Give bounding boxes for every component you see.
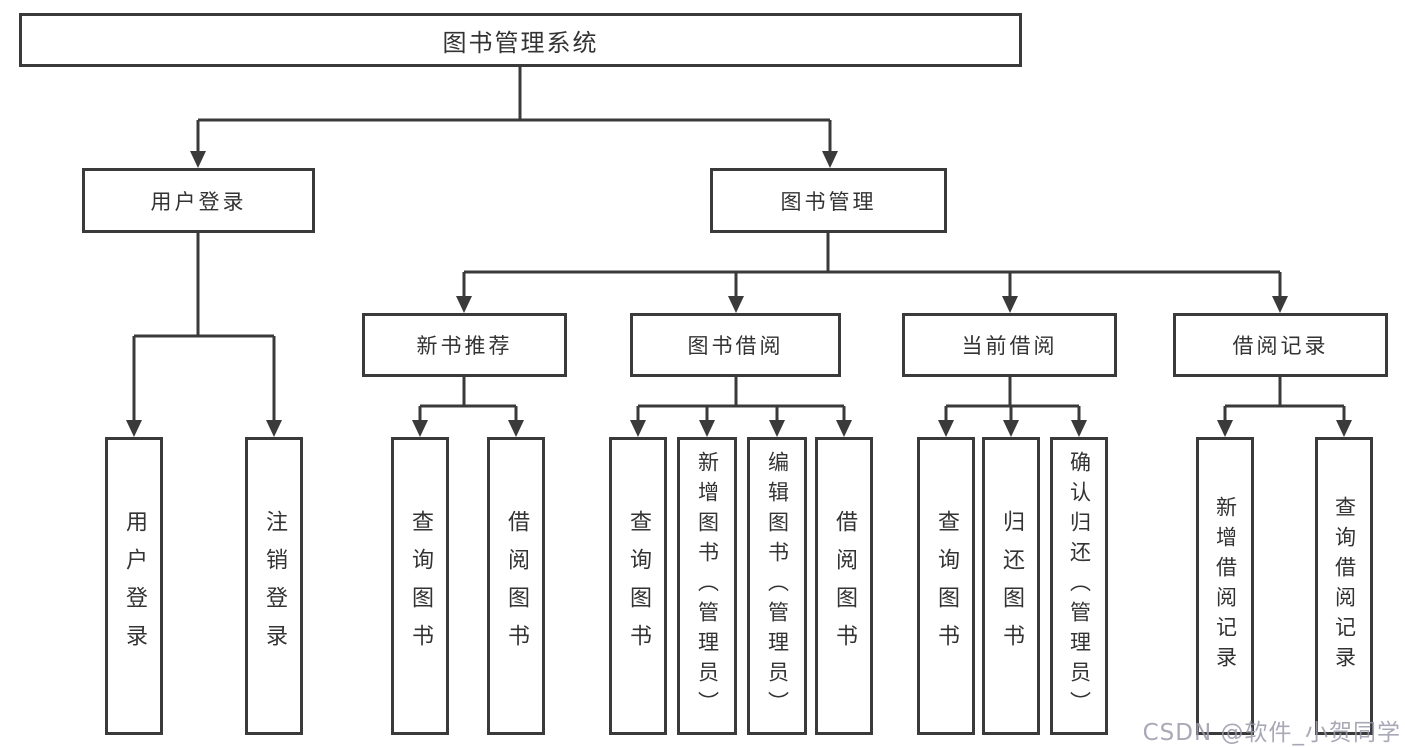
arrowheads <box>126 151 1352 437</box>
leaf-query-book-2: 查询图书 <box>609 437 667 735</box>
node-user-login-label: 用户登录 <box>150 189 247 214</box>
node-new-book-recommend-label: 新书推荐 <box>416 334 513 358</box>
leaf-query-book-2-label: 查询图书 <box>626 510 651 662</box>
leaf-user-login-label: 用户登录 <box>122 510 147 662</box>
leaf-edit-book-admin-label: 编辑图书（管理员） <box>765 451 790 721</box>
leaf-add-borrow-record-label: 新增借阅记录 <box>1213 496 1238 676</box>
connector-new-book <box>418 377 518 421</box>
leaf-add-book-admin: 新增图书（管理员） <box>677 437 737 735</box>
node-book-management-label: 图书管理 <box>780 189 877 214</box>
node-user-login: 用户登录 <box>82 168 315 233</box>
node-root: 图书管理系统 <box>19 13 1022 67</box>
leaf-query-book-3-label: 查询图书 <box>934 510 959 662</box>
leaf-user-login: 用户登录 <box>105 437 163 735</box>
leaf-borrow-book-1-label: 借阅图书 <box>504 510 529 662</box>
leaf-return-book: 归还图书 <box>982 437 1040 735</box>
node-new-book-recommend: 新书推荐 <box>362 313 567 377</box>
node-current-borrow: 当前借阅 <box>902 313 1117 377</box>
node-book-borrow-label: 图书借阅 <box>687 334 784 358</box>
leaf-borrow-book-1: 借阅图书 <box>487 437 545 735</box>
node-borrow-records: 借阅记录 <box>1173 313 1388 377</box>
node-root-label: 图书管理系统 <box>442 28 599 57</box>
leaf-query-borrow-record: 查询借阅记录 <box>1315 437 1373 735</box>
leaf-add-book-admin-label: 新增图书（管理员） <box>695 451 720 721</box>
connector-root <box>196 67 832 152</box>
leaf-query-book-1: 查询图书 <box>391 437 449 735</box>
node-current-borrow-label: 当前借阅 <box>961 334 1058 358</box>
node-borrow-records-label: 借阅记录 <box>1232 334 1329 358</box>
node-book-management: 图书管理 <box>710 168 947 233</box>
leaf-add-borrow-record: 新增借阅记录 <box>1196 437 1254 735</box>
leaf-logout-label: 注销登录 <box>262 510 287 662</box>
leaf-confirm-return-admin: 确认归还（管理员） <box>1050 437 1108 735</box>
connector-user-login <box>132 233 276 421</box>
leaf-logout: 注销登录 <box>245 437 303 735</box>
leaf-edit-book-admin: 编辑图书（管理员） <box>747 437 807 735</box>
leaf-borrow-book-2-label: 借阅图书 <box>832 510 857 662</box>
csdn-watermark: CSDN @软件_小贺同学 <box>1142 720 1401 746</box>
connector-book-management <box>462 233 1282 296</box>
leaf-borrow-book-2: 借阅图书 <box>815 437 873 735</box>
connector-borrow-records <box>1223 377 1346 421</box>
leaf-query-book-3: 查询图书 <box>917 437 975 735</box>
connector-current-borrow <box>944 377 1081 421</box>
node-book-borrow: 图书借阅 <box>630 313 841 377</box>
leaf-query-book-1-label: 查询图书 <box>408 510 433 662</box>
leaf-confirm-return-admin-label: 确认归还（管理员） <box>1067 451 1092 721</box>
leaf-query-borrow-record-label: 查询借阅记录 <box>1332 496 1357 676</box>
leaf-return-book-label: 归还图书 <box>999 510 1024 662</box>
connector-book-borrow <box>636 377 846 421</box>
